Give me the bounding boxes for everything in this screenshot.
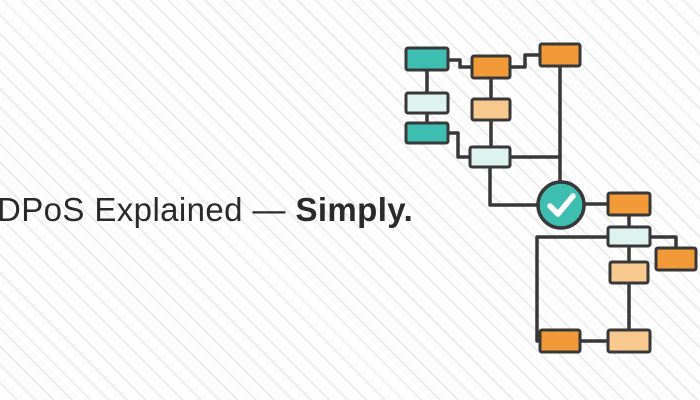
flow-node-orange (654, 246, 698, 272)
connector-line (508, 53, 542, 69)
connector-line (648, 235, 678, 250)
flow-node-teal (404, 121, 450, 145)
check-circle (536, 180, 586, 230)
flow-node-orange (470, 54, 512, 80)
flow-node-orange (538, 42, 582, 68)
connector-line (535, 235, 610, 343)
connector-line (446, 131, 472, 159)
connector-line (488, 165, 540, 207)
title-normal: DPoS Explained — (0, 191, 296, 228)
flow-node-light_orange (606, 328, 652, 354)
flow-node-light_orange (608, 260, 650, 285)
connector-line (446, 58, 474, 69)
check-icon (547, 193, 576, 217)
title-bold: Simply. (295, 191, 414, 228)
flow-node-orange (606, 191, 652, 217)
flow-node-mint (606, 225, 652, 248)
flow-node-teal (404, 46, 450, 72)
page-title: DPoS Explained — Simply. (0, 191, 414, 228)
flow-node-light_orange (470, 97, 512, 122)
flow-node-orange (538, 328, 582, 354)
flow-node-mint (468, 145, 512, 169)
flow-node-mint (404, 91, 450, 115)
